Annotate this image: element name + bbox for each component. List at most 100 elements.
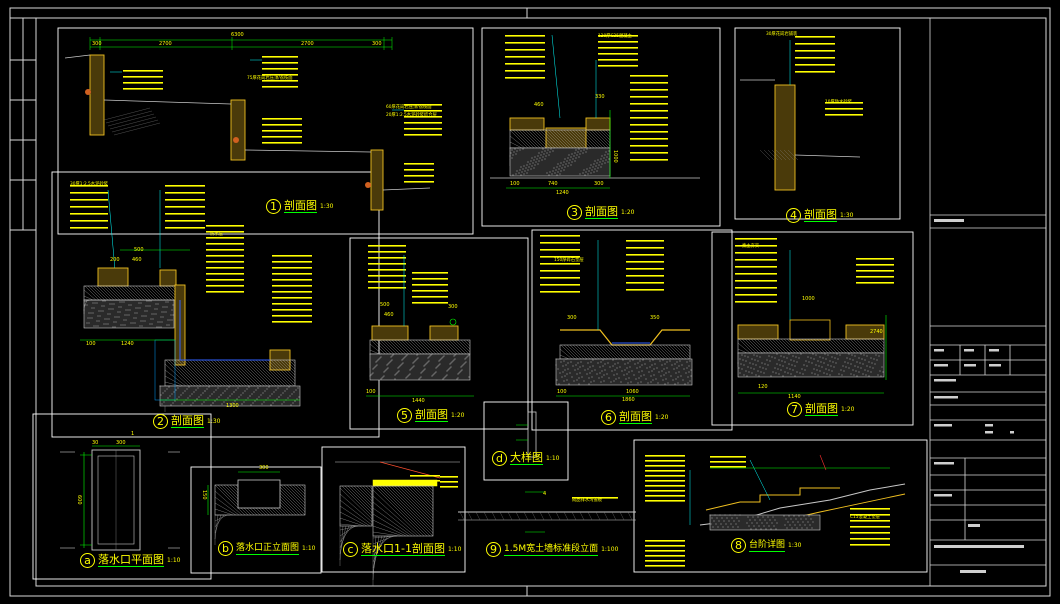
hatch-line (171, 359, 199, 387)
gravel-dot (144, 320, 146, 322)
annotation-text (540, 263, 580, 265)
p9-hatch (531, 511, 537, 521)
hatch-line (864, 338, 880, 354)
hatch-line (849, 338, 865, 354)
gravel-dot (428, 356, 430, 358)
gravel-dot (522, 168, 524, 170)
gravel-dot (571, 376, 573, 378)
gravel-dot (769, 519, 771, 521)
dim-p6-c: 1060 (626, 389, 639, 395)
hatch-line (391, 485, 434, 528)
gravel-dot (568, 162, 570, 164)
hatch-line (566, 344, 582, 360)
gravel-dot (151, 313, 153, 315)
gravel-dot (575, 149, 577, 151)
view-title-3-scale: 1:20 (621, 209, 635, 216)
annotation-text (165, 213, 205, 215)
gravel-dot (538, 152, 540, 154)
gravel-dot (614, 363, 616, 365)
gravel-dot (674, 363, 676, 365)
gravel-dot (586, 168, 588, 170)
hatch-line (214, 490, 243, 516)
gravel-dot (731, 517, 733, 519)
gravel-dot (220, 394, 222, 396)
gravel-dot (555, 169, 557, 171)
annotation-text (540, 235, 580, 237)
gravel-dot (742, 359, 744, 361)
hatch-line (807, 338, 823, 354)
gravel-dot (636, 367, 638, 369)
gravel-dot (137, 307, 139, 309)
gravel-dot (570, 164, 572, 166)
hatch-line (572, 344, 588, 360)
hatch-line (569, 129, 589, 149)
gravel-dot (523, 165, 525, 167)
annotation-text (412, 272, 448, 274)
hatch-line (286, 484, 306, 504)
hatch-line (356, 485, 373, 502)
annotation-text (368, 281, 406, 283)
note-5: 120厚C25混凝土 (598, 34, 632, 39)
hatch-line (852, 338, 868, 354)
gravel-dot (134, 312, 136, 314)
gravel-dot (837, 358, 839, 360)
gravel-dot (722, 526, 724, 528)
gravel-dot (549, 171, 551, 173)
gravel-dot (748, 371, 750, 373)
gravel-dot (88, 322, 90, 324)
gravel-dot (690, 375, 692, 377)
gravel-dot (567, 368, 569, 370)
gravel-dot (520, 174, 522, 176)
note-4: 30厚1:2.5水泥砂浆 (70, 182, 108, 187)
hatch-line (255, 359, 283, 387)
gravel-dot (568, 154, 570, 156)
annotation-text (825, 114, 863, 116)
annotation-text (598, 47, 638, 49)
gravel-dot (442, 378, 444, 380)
gravel-dot (798, 357, 800, 359)
annotation-text (630, 82, 668, 84)
annotation-text (598, 59, 638, 61)
hatch-line (344, 485, 373, 514)
hatch-line (339, 525, 353, 543)
gravel-dot (375, 361, 377, 363)
gravel-dot (112, 308, 114, 310)
gravel-dot (577, 151, 579, 153)
gravel-dot (775, 372, 777, 374)
gravel-dot (862, 363, 864, 365)
note-1: 60厚花岗岩压顶/荔枝面 (386, 105, 432, 110)
gravel-dot (771, 522, 773, 524)
gravel-dot (511, 149, 513, 151)
p4-wall (774, 84, 796, 191)
gravel-dot (616, 373, 618, 375)
view-number-6: 6 (601, 410, 616, 425)
gravel-dot (768, 355, 770, 357)
hatch-line (418, 485, 434, 501)
p9-hatch (515, 511, 521, 521)
gravel-dot (241, 403, 243, 405)
note-12: 成品排水沟盖板 (572, 498, 603, 503)
gravel-dot (768, 525, 770, 527)
annotation-text (272, 261, 312, 263)
p9-hatch (579, 511, 585, 521)
hatch-line (584, 129, 604, 149)
hatch-line (626, 344, 642, 360)
gravel-dot (590, 172, 592, 174)
gravel-dot (409, 373, 411, 375)
gravel-dot (405, 377, 407, 379)
gravel-dot (864, 359, 866, 361)
gravel-dot (260, 394, 262, 396)
gravel-dot (380, 356, 382, 358)
gravel-dot (424, 364, 426, 366)
gravel-dot (713, 520, 715, 522)
p9-hatch (587, 511, 593, 521)
gravel-dot (99, 315, 101, 317)
gravel-dot (652, 379, 654, 381)
soil-hatch (105, 110, 153, 124)
gravel-dot (637, 362, 639, 364)
gravel-dot (879, 370, 881, 372)
view-title-9: 9 1.5M宽土墙标准段立面 1:100 (486, 542, 618, 557)
gravel-dot (111, 303, 113, 305)
gravel-dot (109, 313, 111, 315)
gravel-dot (123, 301, 125, 303)
